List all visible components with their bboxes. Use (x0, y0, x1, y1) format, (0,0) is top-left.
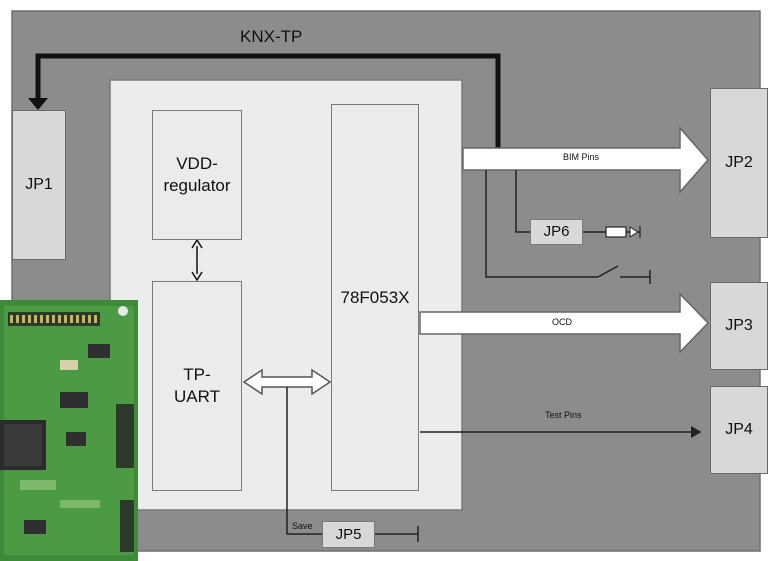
jp3-connector: JP3 (710, 282, 768, 370)
knx-tp-arrowhead (28, 98, 48, 110)
bim-pins-label: BIM Pins (563, 152, 600, 162)
ocd-label: OCD (552, 317, 572, 327)
jp6-jumper: JP6 (530, 219, 583, 245)
vdd-regulator-block: VDD- regulator (152, 110, 242, 240)
jp4-connector: JP4 (710, 386, 768, 474)
knx-tp-label: KNX-TP (240, 27, 303, 46)
save-label: Save (292, 521, 313, 531)
jp2-connector: JP2 (710, 88, 768, 238)
bim-pins-arrow (462, 126, 709, 194)
switch-branch-line (485, 170, 598, 278)
tp-uart-block: TP- UART (152, 281, 242, 491)
jp1-connector: JP1 (12, 110, 66, 260)
uart-double-arrow (242, 368, 332, 396)
save-line (286, 387, 322, 535)
led-resistor (605, 226, 627, 238)
test-pins-label: Test Pins (545, 410, 582, 420)
mcu-block: 78F053X (331, 104, 419, 491)
jp5-jumper: JP5 (322, 521, 375, 548)
pcb-photo (0, 300, 138, 561)
knx-tp-bus-line (35, 53, 501, 150)
jp6-branch-line (515, 170, 530, 233)
led-symbol (629, 226, 639, 238)
switch-symbol (597, 265, 619, 278)
ocd-arrow (419, 292, 710, 354)
